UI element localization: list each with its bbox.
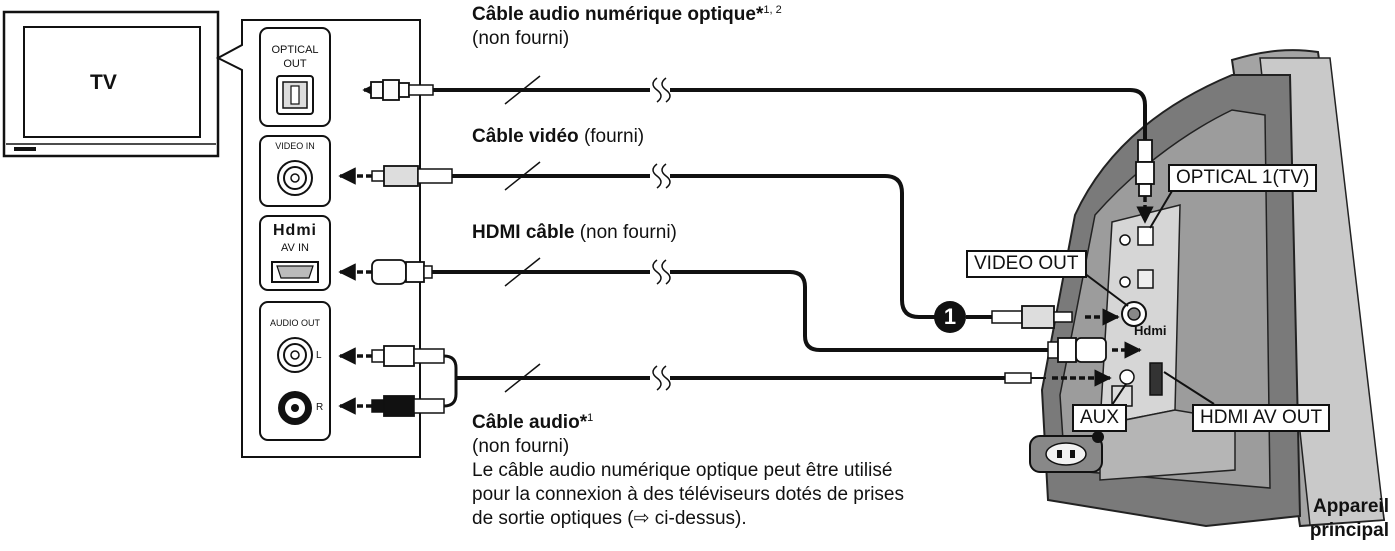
- step-marker-1: 1: [943, 304, 957, 329]
- audio-right-label: R: [316, 402, 324, 413]
- hdmi-av-out-label: HDMI AV OUT: [1192, 404, 1331, 432]
- main-unit: [1029, 49, 1386, 528]
- video-in-label: VIDEO IN: [275, 141, 315, 151]
- audio-cable-title: Câble audio*1: [472, 412, 594, 433]
- optical-cable-title: Câble audio numérique optique*1, 2: [472, 4, 782, 25]
- video-out-label: VIDEO OUT: [966, 250, 1087, 278]
- optical-cable-subtitle: (non fourni): [472, 28, 570, 49]
- aux-label: AUX: [1072, 404, 1128, 432]
- main-unit-title-line1: Appareil: [1312, 496, 1389, 517]
- video-cable-title: Câble vidéo (fourni): [472, 126, 645, 147]
- hdmi-logo: Hdmi: [273, 222, 317, 239]
- hdmi-cable-title: HDMI câble (non fourni): [472, 222, 677, 243]
- optical-1-tv-label: OPTICAL 1(TV): [1168, 164, 1318, 192]
- audio-out-label: AUDIO OUT: [269, 318, 320, 328]
- audio-note-line2: pour la connexion à des téléviseurs doté…: [472, 484, 904, 505]
- tv-label: TV: [90, 71, 117, 94]
- audio-cable: [371, 345, 1112, 417]
- hdmi-av-in-label: AV IN: [281, 242, 309, 254]
- tv-hdmi-port: [259, 215, 331, 291]
- audio-left-label: L: [316, 350, 322, 361]
- tv-video-in-port: [259, 135, 331, 207]
- hdmi-cable: [371, 257, 1142, 363]
- video-cable: [371, 161, 1120, 333]
- optical-out-label-line1: OPTICAL: [271, 44, 319, 56]
- optical-cable: [370, 75, 1155, 224]
- audio-note-line3: de sortie optiques (⇨ ci-dessus).: [472, 508, 747, 529]
- optical-out-label-line2: OUT: [283, 58, 307, 70]
- unit-hdmi-logo: Hdmi: [1134, 323, 1167, 338]
- audio-note-line1: Le câble audio numérique optique peut êt…: [472, 460, 893, 481]
- tv-set: [2, 10, 220, 158]
- main-unit-title-line2: principal: [1309, 520, 1389, 541]
- tv-audio-out-port: [259, 301, 331, 441]
- tv-optical-port: [259, 27, 331, 127]
- audio-cable-subtitle: (non fourni): [472, 436, 570, 457]
